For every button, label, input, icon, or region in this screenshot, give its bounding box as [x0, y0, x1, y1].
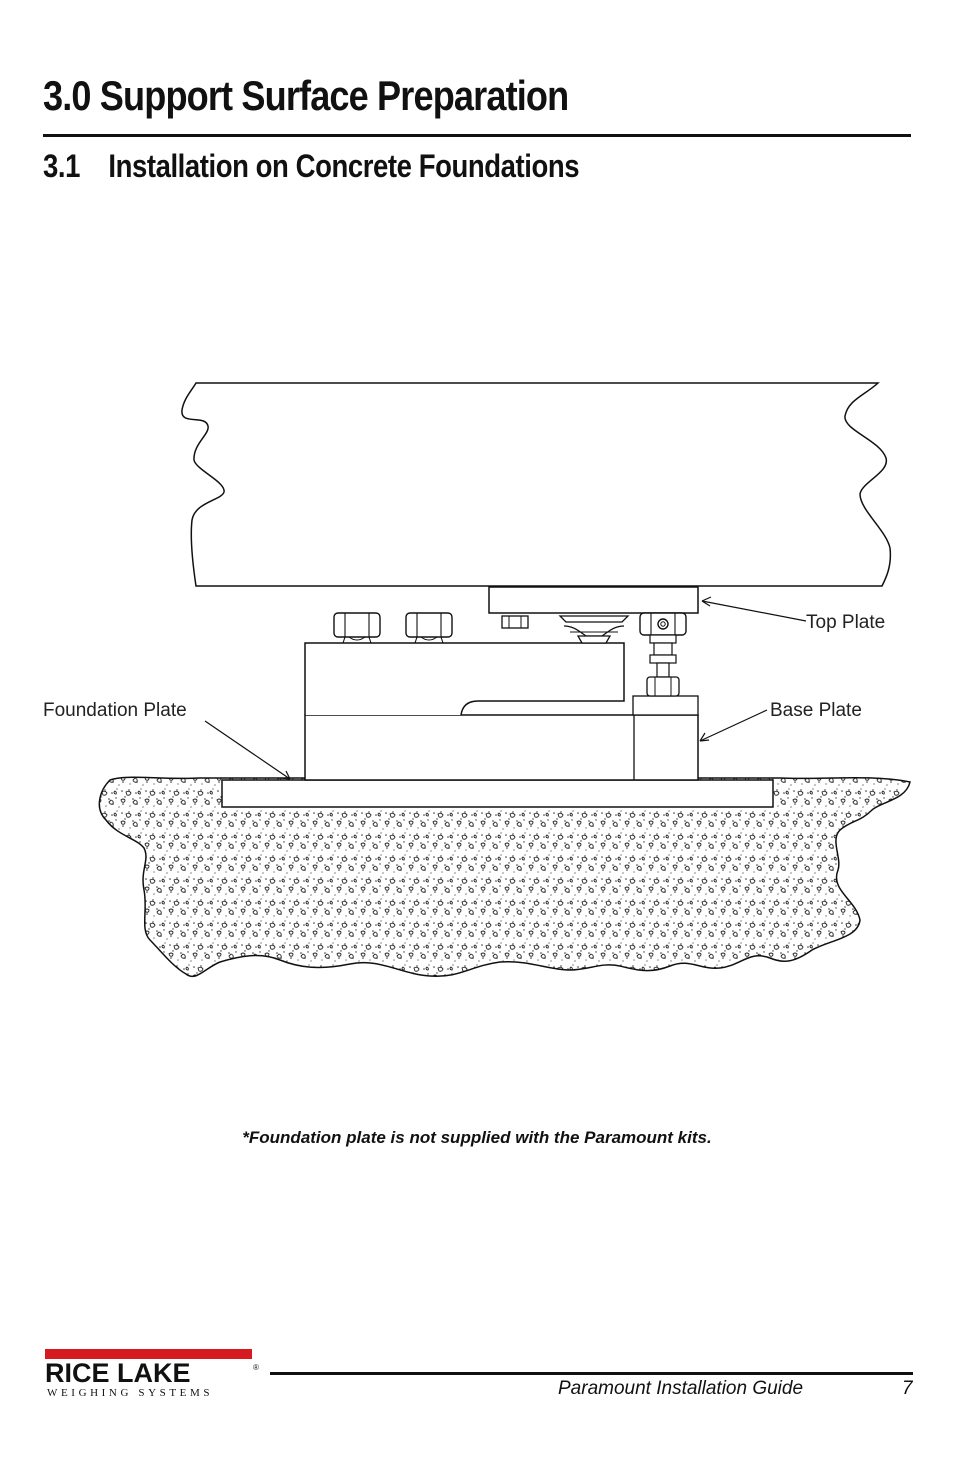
subsection-title: 3.1 Installation on Concrete Foundations — [43, 148, 580, 185]
logo-red-bar — [45, 1349, 252, 1359]
base-plate — [304, 714, 699, 781]
foundation-installation-diagram: Top Plate Foundation Plate Base Plate — [0, 370, 954, 990]
rocker-pin — [558, 615, 630, 644]
diagram-drawing — [98, 382, 911, 978]
load-cell — [304, 642, 625, 716]
callout-base-plate: Base Plate — [770, 700, 862, 721]
logo-name: RICE LAKE — [45, 1358, 191, 1388]
top-plate — [488, 586, 699, 614]
hex-bolt-right — [405, 612, 453, 644]
figure-note: *Foundation plate is not supplied with t… — [242, 1128, 712, 1147]
footer-page-number: 7 — [902, 1378, 913, 1399]
scale-deck — [181, 382, 892, 587]
footer-rule — [270, 1372, 913, 1375]
leader-lines — [204, 596, 807, 780]
section-title: 3.0 Support Surface Preparation — [43, 72, 569, 119]
rice-lake-logo: RICE LAKE ® WEIGHING SYSTEMS — [45, 1349, 260, 1401]
hex-bolt-left — [333, 612, 381, 644]
base-plate-block — [632, 695, 699, 716]
logo-tagline: WEIGHING SYSTEMS — [47, 1387, 214, 1399]
check-bolt-assembly — [639, 612, 687, 697]
callout-top-plate: Top Plate — [806, 612, 886, 633]
top-plate-nut — [501, 615, 529, 629]
subsection-title-text: Installation on Concrete Foundations — [108, 148, 580, 184]
section-title-rule — [43, 134, 911, 137]
foundation-plate — [221, 779, 774, 808]
logo-registered-mark: ® — [253, 1363, 259, 1372]
footer-guide-title: Paramount Installation Guide — [558, 1378, 804, 1399]
concrete-foundation — [98, 776, 911, 978]
subsection-number: 3.1 — [43, 148, 80, 184]
callout-foundation-plate: Foundation Plate — [43, 700, 187, 721]
